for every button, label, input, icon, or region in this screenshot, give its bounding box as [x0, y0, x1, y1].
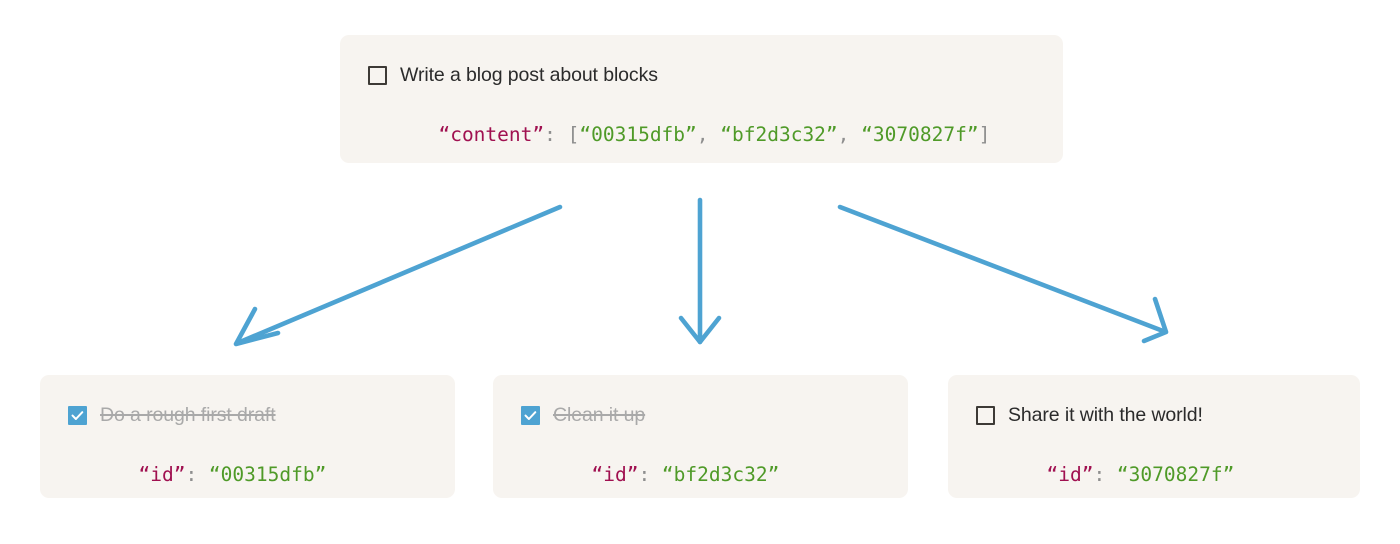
json-key-id: id [603, 463, 627, 487]
json-key-quote-open: “ [591, 463, 604, 487]
json-key-content: content [450, 123, 533, 147]
json-id-value: “bf2d3c32” [661, 463, 780, 487]
child-block-card[interactable]: Clean it up “id”: “bf2d3c32” [493, 375, 908, 498]
parent-block-card[interactable]: Write a blog post about blocks “content”… [340, 35, 1063, 163]
json-bracket-close: ] [978, 123, 991, 147]
parent-todo-label: Write a blog post about blocks [400, 63, 658, 86]
check-mark-icon [71, 410, 84, 420]
json-array-value-1: “bf2d3c32” [720, 123, 838, 147]
parent-todo-row[interactable]: Write a blog post about blocks [368, 62, 1063, 88]
json-key-id: id [150, 463, 174, 487]
json-key-quote-close: ” [1081, 463, 1094, 487]
json-key-quote-close: ” [532, 123, 545, 147]
json-separator-1: , [837, 123, 862, 147]
json-colon: : [638, 463, 662, 487]
json-id-value: “00315dfb” [208, 463, 327, 487]
arrow-to-third-child [837, 204, 1169, 344]
child-json-line: “id”: “bf2d3c32” [521, 439, 908, 512]
child-todo-row[interactable]: Do a rough first draft [68, 402, 455, 428]
check-mark-icon [524, 410, 537, 420]
child-todo-row[interactable]: Share it with the world! [976, 402, 1360, 428]
arrow-to-first-child [233, 204, 563, 347]
child-todo-label: Do a rough first draft [100, 403, 276, 426]
json-key-quote-open: “ [1046, 463, 1059, 487]
checkbox-empty-icon[interactable] [976, 405, 995, 425]
json-key-quote-open: “ [138, 463, 151, 487]
child-block-card[interactable]: Do a rough first draft “id”: “00315dfb” [40, 375, 455, 498]
json-key-quote-close: ” [626, 463, 639, 487]
json-colon: : [544, 123, 568, 147]
arrow-to-second-child [678, 197, 722, 345]
child-json-line: “id”: “00315dfb” [68, 439, 455, 512]
json-key-id: id [1058, 463, 1082, 487]
json-key-quote-open: “ [438, 123, 451, 147]
checkbox-empty-icon[interactable] [368, 65, 387, 85]
json-array-value-2: “3070827f” [861, 123, 979, 147]
json-key-quote-close: ” [173, 463, 186, 487]
checkbox-checked-icon[interactable] [521, 405, 540, 425]
json-array-value-0: “00315dfb” [579, 123, 697, 147]
child-block-card[interactable]: Share it with the world! “id”: “3070827f… [948, 375, 1360, 498]
child-todo-label: Clean it up [553, 403, 646, 426]
json-bracket-open: [ [567, 123, 580, 147]
checkbox-checked-icon[interactable] [68, 405, 87, 425]
parent-json-line: “content”: [“00315dfb”, “bf2d3c32”, “307… [368, 99, 1063, 172]
json-colon: : [1093, 463, 1117, 487]
child-todo-label: Share it with the world! [1008, 403, 1203, 426]
child-json-line: “id”: “3070827f” [976, 439, 1360, 512]
child-todo-row[interactable]: Clean it up [521, 402, 908, 428]
json-separator-0: , [696, 123, 721, 147]
json-colon: : [185, 463, 209, 487]
json-id-value: “3070827f” [1116, 463, 1235, 487]
